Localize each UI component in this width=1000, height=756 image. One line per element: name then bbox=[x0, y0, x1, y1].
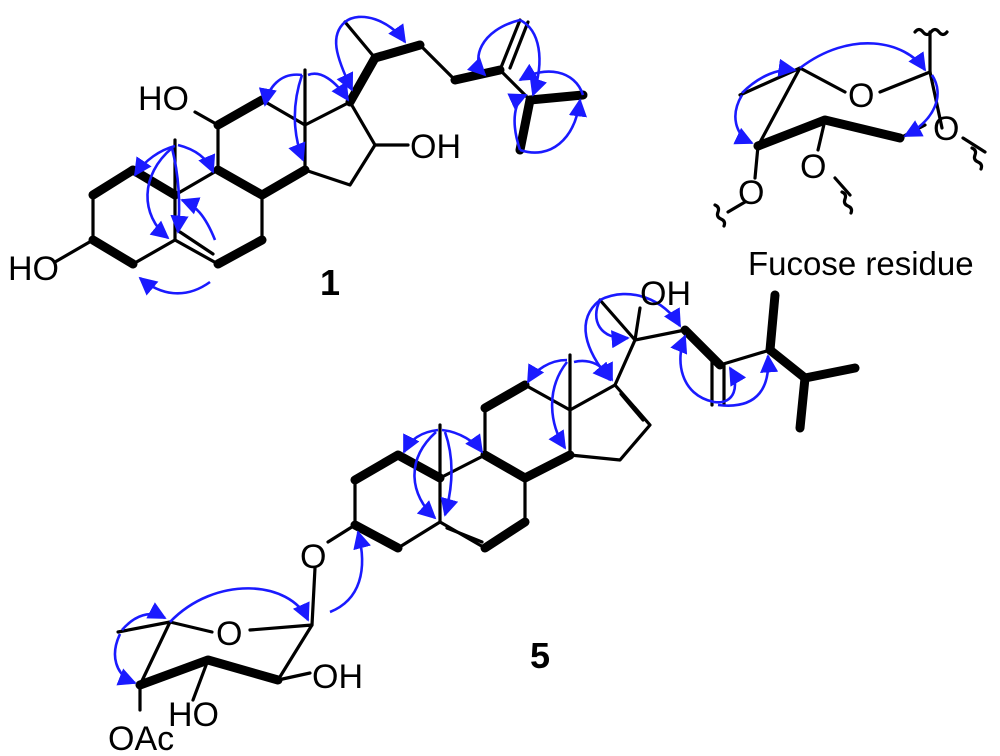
compound-1-bonds bbox=[53, 18, 585, 266]
c20-hydroxyl-label: OH bbox=[640, 275, 691, 313]
compound-1-hmbc-arrows bbox=[133, 15, 587, 296]
compound-1-bold-bonds bbox=[88, 40, 588, 269]
compound-5-hmbc-arrows bbox=[113, 292, 779, 686]
compound-1-number: 1 bbox=[320, 262, 340, 303]
fucose-wavy-bonds bbox=[713, 27, 984, 228]
glycosidic-oxygen-label: O bbox=[300, 538, 326, 576]
fucose-c2-oxygen: O bbox=[933, 110, 959, 148]
fucose-residue: O O O O Fucose residue bbox=[713, 27, 987, 282]
fucose-ring-oxygen-label: O bbox=[216, 615, 242, 653]
c3-hydroxyl-label: HO bbox=[8, 250, 59, 288]
c3-hydroxyl-label: HO bbox=[168, 696, 219, 734]
fucose-c3-oxygen: O bbox=[800, 148, 826, 186]
fucose-ring-oxygen: O bbox=[848, 77, 874, 115]
fucose-bold-bonds bbox=[753, 115, 905, 151]
fucose-c4-oxygen: O bbox=[738, 174, 764, 212]
c2-hydroxyl-label: OH bbox=[312, 658, 363, 696]
compound-5-bold-bonds bbox=[135, 290, 860, 690]
c16-hydroxyl-label: OH bbox=[410, 128, 461, 166]
fucose-residue-caption: Fucose residue bbox=[748, 245, 974, 282]
c4-acetate-label: OAc bbox=[108, 720, 174, 756]
compound-1: HO OH HO 1 bbox=[8, 15, 588, 303]
fucose-hmbc-arrows bbox=[733, 42, 939, 145]
c11-hydroxyl-label: HO bbox=[138, 80, 189, 118]
compound-5: OH O O OH HO OAc 5 bbox=[108, 275, 860, 756]
compound-5-number: 5 bbox=[530, 635, 550, 676]
